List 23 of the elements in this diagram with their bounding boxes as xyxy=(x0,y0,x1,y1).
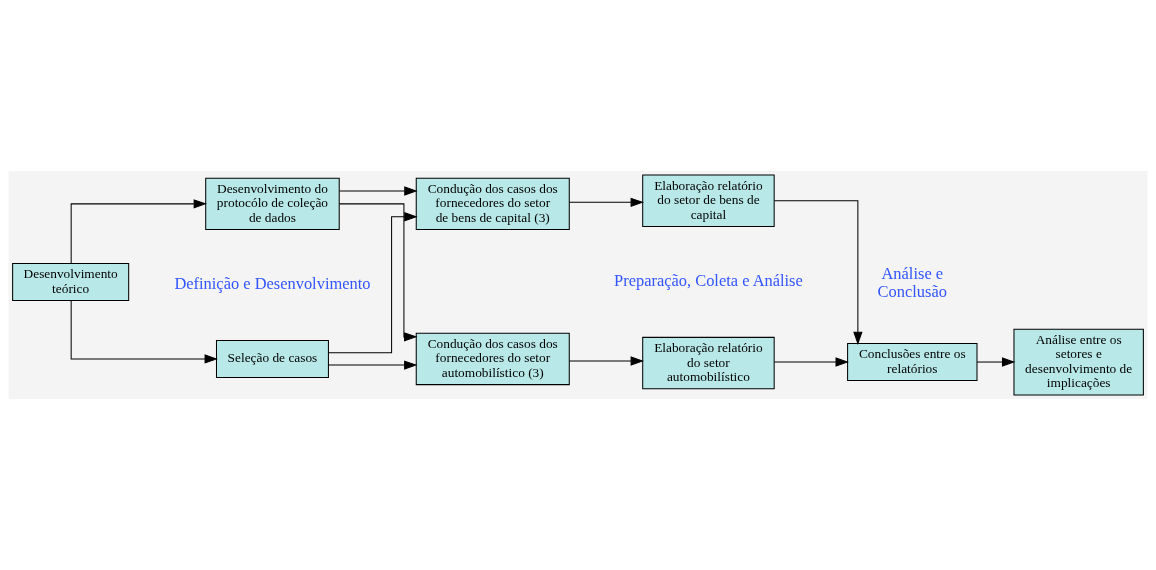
node-box: Análise entre os setores e desenvolvimento de implicações xyxy=(1013,328,1144,396)
arrow xyxy=(338,203,418,342)
node-box: Elaboração relatório do setor automobilístico xyxy=(642,336,775,390)
arrow xyxy=(328,212,418,354)
node-box: Seleção de casos xyxy=(215,339,329,378)
arrow xyxy=(976,357,1016,367)
arrow xyxy=(328,360,418,370)
arrow xyxy=(773,357,849,367)
node-box: Condução dos casos dos fornecedores do setor de bens de capital (3) xyxy=(415,177,570,231)
node-box: Condução dos casos dos fornecedores do setor automobilístico (3) xyxy=(415,332,570,386)
label: Análise e Conclusão xyxy=(877,263,947,302)
node-box: Elaboração relatório do setor de bens de capital xyxy=(642,174,775,227)
node-box: Desenvolvimento do protocólo de coleção de dados xyxy=(205,177,340,231)
arrow xyxy=(773,200,863,346)
label: Preparação, Coleta e Análise xyxy=(614,270,803,290)
arrow xyxy=(70,199,207,264)
arrow xyxy=(568,197,644,207)
arrow xyxy=(568,356,644,366)
node-box: Conclusões entre os relatórios xyxy=(847,343,978,382)
arrow xyxy=(338,186,418,196)
node-box: Desenvolvimento teórico xyxy=(12,262,130,301)
arrow xyxy=(70,300,218,364)
label: Definição e Desenvolvimento xyxy=(174,273,371,293)
